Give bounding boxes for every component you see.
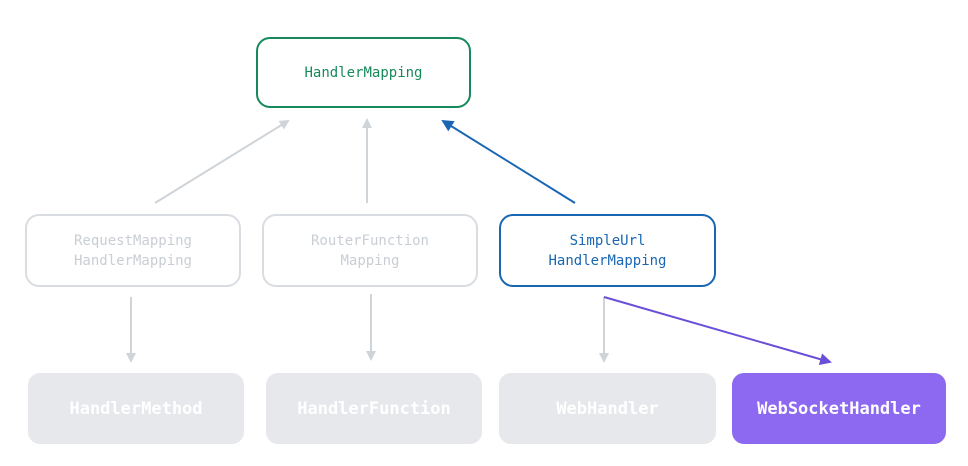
edge-request-to-handler-mapping bbox=[154, 119, 290, 204]
router-function-label-line-2: Mapping bbox=[340, 252, 400, 269]
web-socket-handler-label: WebSocketHandler bbox=[757, 398, 921, 419]
handler-function-label: HandlerFunction bbox=[297, 398, 451, 419]
web-handler-node: WebHandler bbox=[499, 373, 716, 444]
request-mapping-label-line-2: HandlerMapping bbox=[73, 252, 192, 269]
simple-url-label-line-1: SimpleUrl bbox=[569, 232, 646, 249]
request-mapping-label-line-1: RequestMapping bbox=[73, 232, 192, 249]
simple-url-handler-mapping-node: SimpleUrl HandlerMapping bbox=[499, 214, 716, 287]
handler-function-node: HandlerFunction bbox=[266, 373, 482, 444]
edge-simple-to-web-socket-handler bbox=[603, 296, 832, 366]
simple-url-label-line-2: HandlerMapping bbox=[548, 252, 667, 269]
request-mapping-handler-mapping-node: RequestMapping HandlerMapping bbox=[25, 214, 241, 287]
edge-simple-to-handler-mapping bbox=[441, 119, 576, 204]
router-function-label-line-1: RouterFunction bbox=[310, 232, 429, 249]
handler-method-label: HandlerMethod bbox=[69, 398, 203, 419]
router-function-mapping-node: RouterFunction Mapping bbox=[262, 214, 478, 287]
handler-method-node: HandlerMethod bbox=[28, 373, 244, 444]
web-handler-label: WebHandler bbox=[556, 398, 659, 419]
handler-mapping-node: HandlerMapping bbox=[256, 37, 471, 108]
handler-mapping-label: HandlerMapping bbox=[304, 64, 423, 81]
web-socket-handler-node: WebSocketHandler bbox=[732, 373, 946, 444]
